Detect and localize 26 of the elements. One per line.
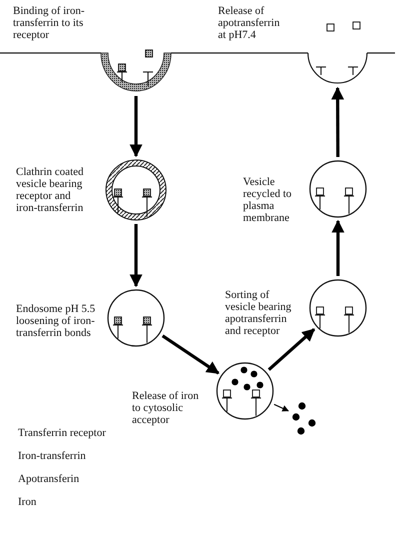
coated-pit	[100, 50, 172, 92]
arrow	[332, 220, 344, 276]
step-caption: Endosome pH 5.5 loosening of iron-transferrin bonds	[16, 303, 96, 339]
key-label: Iron-transferrin	[18, 450, 86, 462]
step-caption: Release of iron to cytosolic acceptor	[132, 390, 200, 426]
key-label: Iron	[18, 496, 36, 508]
key-label: Transferrin receptor	[18, 427, 106, 439]
step-caption: Clathrin coated vesicle bearing receptor and iron-transferrin	[16, 166, 85, 214]
vesicle	[215, 361, 275, 421]
arrow	[130, 96, 142, 158]
key-label: Apotransferin	[18, 473, 80, 485]
membrane-pit	[307, 50, 368, 84]
vesicle	[106, 288, 166, 348]
arrow	[331, 86, 344, 157]
iron-atoms	[292, 400, 316, 436]
step-caption: Sorting of vesicle bearing apotransferrin and receptor	[225, 289, 292, 337]
arrow	[268, 328, 316, 371]
step-caption: Binding of iron-transferrin to its receptor	[13, 5, 86, 41]
vesicle	[308, 159, 368, 219]
arrow	[130, 224, 142, 288]
vesicle	[308, 278, 368, 338]
arrow	[162, 334, 220, 375]
arrow	[274, 404, 289, 412]
step-caption: Release of apotransferrin at pH7.4	[218, 5, 281, 41]
coated-vesicle	[104, 158, 168, 222]
step-caption: Vesicle recycled to plasma membrane	[243, 176, 293, 224]
